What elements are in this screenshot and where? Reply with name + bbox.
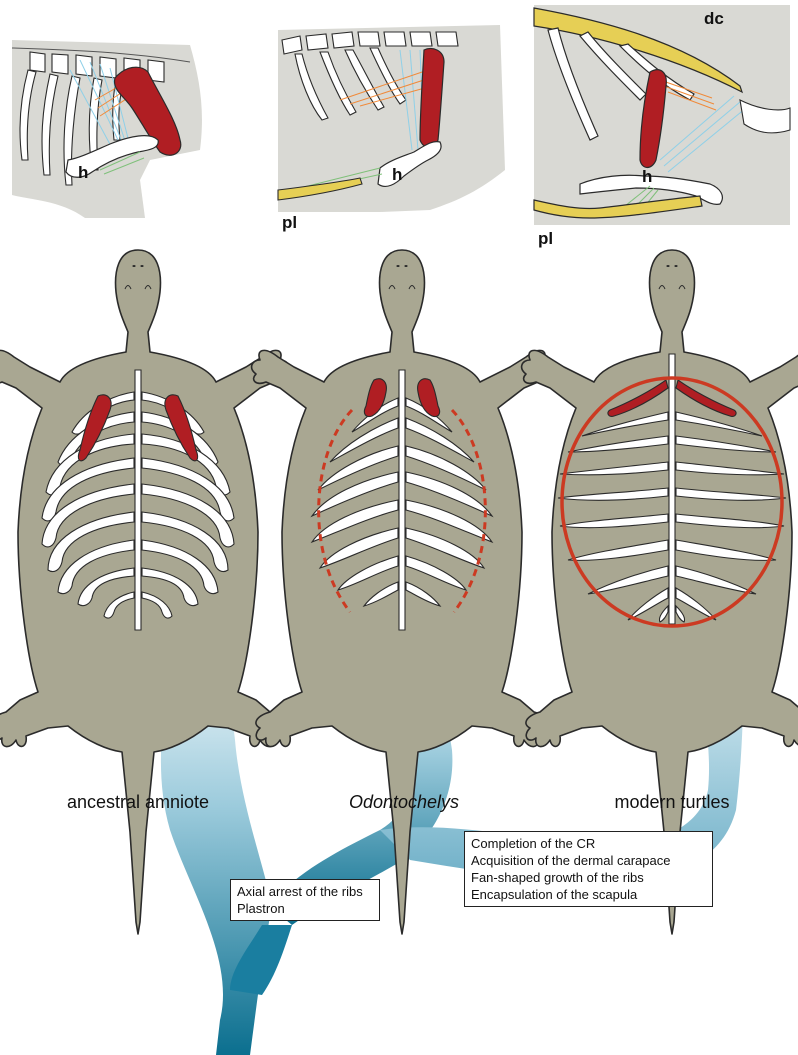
label-humerus-2: h bbox=[392, 165, 402, 184]
node-box-line: Encapsulation of the scapula bbox=[471, 886, 706, 903]
node-box-line: Plastron bbox=[237, 900, 373, 917]
node-box-carapace: Completion of the CR Acquisition of the … bbox=[464, 831, 713, 907]
taxon-label-ancestral: ancestral amniote bbox=[67, 792, 209, 812]
label-humerus-3: h bbox=[642, 167, 652, 186]
node-box-axial-arrest: Axial arrest of the ribs Plastron bbox=[230, 879, 380, 921]
label-plastron-3: pl bbox=[538, 229, 553, 248]
taxon-label-modern: modern turtles bbox=[614, 792, 729, 812]
label-dermal-carapace: dc bbox=[704, 9, 724, 28]
node-box-line: Completion of the CR bbox=[471, 835, 706, 852]
node-box-line: Axial arrest of the ribs bbox=[237, 883, 373, 900]
panel-modern-lateral: dc h pl bbox=[534, 5, 790, 248]
node-box-line: Fan-shaped growth of the ribs bbox=[471, 869, 706, 886]
label-plastron-2: pl bbox=[282, 213, 297, 232]
node-box-line: Acquisition of the dermal carapace bbox=[471, 852, 706, 869]
panel-odontochelys-lateral: h pl bbox=[278, 25, 505, 232]
label-humerus-1: h bbox=[78, 163, 88, 182]
taxon-label-odontochelys: Odontochelys bbox=[349, 792, 459, 812]
panel-ancestral-lateral: h bbox=[12, 40, 202, 218]
